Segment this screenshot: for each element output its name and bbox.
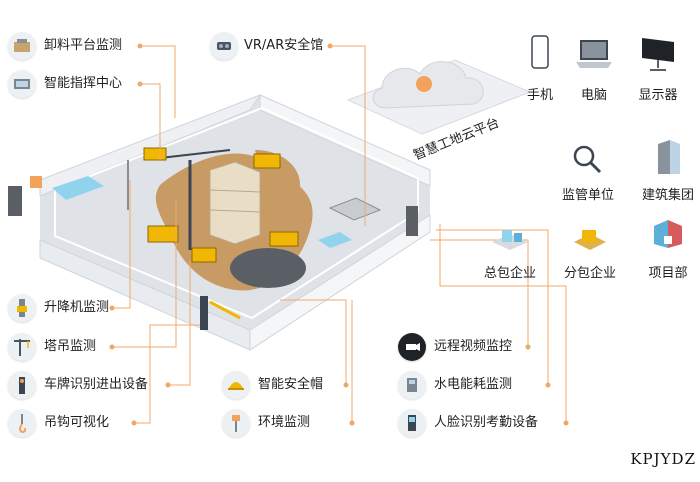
unloading-platform-icon [8,32,36,60]
site-wall-front-right [249,214,431,351]
energy-monitor-label: 水电能耗监测 [434,377,513,392]
unloading-platform-label: 卸料平台监测 [44,38,123,53]
bottom-gate [200,296,208,330]
magnifier-label: 监管单位 [561,188,614,203]
hook-camera-label: 吊钩可视化 [44,415,110,430]
building-label: 建筑集团 [641,188,694,203]
site-wall-left [39,93,262,197]
monitor-label: 显示器 [638,88,678,103]
hook-camera-icon [8,409,36,437]
monitor-icon [642,38,674,71]
elevator-icon [8,294,36,322]
laptop-icon [576,40,612,68]
right-gate [406,206,418,236]
building-block [209,161,261,245]
truck [147,225,179,243]
roller [143,147,167,161]
site-office [328,197,382,221]
watermark: KPJYDZ [630,450,696,468]
subcontractor-label: 分包企业 [563,266,616,281]
magnifier-icon [573,145,602,174]
smart-helmet-label: 智能安全帽 [258,377,324,392]
callout-dots [109,43,569,426]
left-gate [8,186,22,216]
general-contractor-icon [492,230,528,250]
energy-monitor-icon [398,371,426,399]
water-pool-2 [318,232,352,248]
plate-recognition-icon [8,371,36,399]
cloud-logo-badge [416,76,432,92]
vr-ar-label: VR/AR安全馆 [244,38,324,53]
remote-video-icon [398,333,426,361]
command-center-label: 智能指挥中心 [44,76,123,91]
excavator [269,231,299,247]
callout-lines [112,45,567,424]
pit [230,248,306,288]
tower-crane-label: 塔吊监测 [44,339,97,354]
elevator-label: 升降机监测 [44,300,110,315]
water-pool [52,176,104,200]
mixer-truck [253,153,281,169]
phone-label: 手机 [526,88,553,103]
bulldozer [191,247,217,263]
face-recognition-icon [398,409,426,437]
environment-monitor-icon [222,409,250,437]
project-dept-label: 项目部 [648,266,688,281]
plate-recognition-label: 车牌识别进出设备 [44,377,149,392]
building-icon [658,140,680,174]
smart-helmet-icon [222,371,250,399]
vr-ar-icon [210,32,238,60]
tower-crane-jib [159,149,231,159]
phone-icon [531,35,549,69]
tower-crane-icon [8,333,36,361]
remote-video-label: 远程视频监控 [434,339,513,354]
laptop-label: 电脑 [580,88,607,103]
face-recognition-label: 人脸识别考勤设备 [434,415,539,430]
project-dept-icon [654,220,682,248]
general-contractor-label: 总包企业 [483,266,536,281]
command-center-icon [8,70,36,98]
subcontractor-icon [574,230,606,250]
environment-monitor-label: 环境监测 [258,415,311,430]
